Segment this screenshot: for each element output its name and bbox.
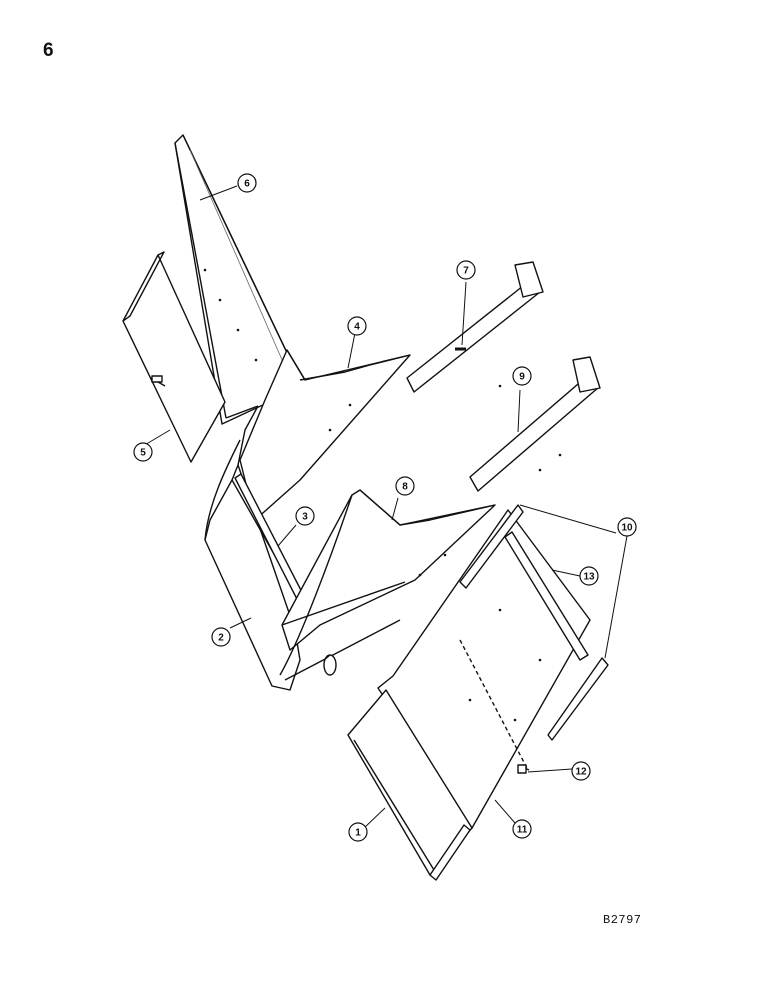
callout-8: 8	[395, 476, 415, 496]
svg-text:1: 1	[355, 828, 361, 839]
shaft-stub	[323, 654, 337, 676]
callout-5: 5	[133, 442, 153, 462]
leader-lines	[142, 185, 628, 831]
svg-text:10: 10	[621, 523, 633, 534]
drawing-code: B2797	[603, 913, 642, 927]
part-10-support-bars	[459, 504, 609, 741]
svg-text:6: 6	[244, 179, 250, 190]
page-number: 6	[43, 40, 54, 61]
svg-text:11: 11	[517, 825, 528, 836]
callout-2: 2	[211, 627, 231, 647]
svg-text:8: 8	[402, 482, 408, 493]
callout-7: 7	[456, 260, 476, 280]
svg-text:9: 9	[519, 372, 525, 383]
part-8-side-sheet	[279, 489, 496, 681]
callout-10: 10	[617, 517, 637, 537]
callout-6: 6	[237, 173, 257, 193]
part-9-channel	[469, 356, 601, 492]
part-5-side-plate	[122, 251, 226, 463]
svg-text:2: 2	[218, 633, 224, 644]
part-6-upper-panel	[174, 134, 301, 425]
svg-text:5: 5	[140, 448, 146, 459]
part-13-angle	[504, 531, 589, 661]
part-7-channel	[406, 261, 544, 393]
svg-text:4: 4	[354, 322, 360, 333]
part-4-side-sheet	[239, 349, 411, 521]
mounting-holes	[203, 268, 562, 722]
part-1-end-channel	[347, 689, 473, 881]
callout-4: 4	[347, 316, 367, 336]
svg-text:3: 3	[302, 512, 308, 523]
svg-text:13: 13	[583, 572, 595, 583]
svg-text:12: 12	[575, 767, 587, 778]
callout-12: 12	[571, 761, 591, 781]
callout-13: 13	[579, 566, 599, 586]
callout-11: 11	[512, 819, 532, 839]
svg-text:7: 7	[463, 266, 469, 277]
part-12-strap	[517, 764, 530, 774]
callouts: 6 5 4 7 9 8 3 2 10 13 12 11 1	[133, 173, 637, 842]
callout-1: 1	[348, 822, 368, 842]
callout-9: 9	[512, 366, 532, 386]
callout-3: 3	[295, 506, 315, 526]
